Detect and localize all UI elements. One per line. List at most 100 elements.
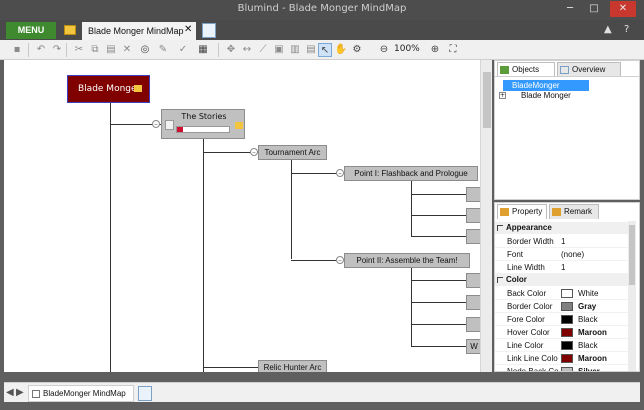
property-name: Link Line Colo xyxy=(507,354,558,363)
next-tab-icon[interactable]: ▶ xyxy=(16,387,24,398)
insert-chart-icon[interactable]: ▥ xyxy=(290,44,300,55)
open-folder-icon[interactable] xyxy=(64,25,76,35)
connector xyxy=(203,152,258,153)
new-map-icon[interactable] xyxy=(138,386,152,401)
close-button[interactable]: ✕ xyxy=(610,1,636,17)
topic-node-tournament-arc[interactable]: Tournament Arc xyxy=(258,145,327,160)
insert-table-icon[interactable]: ▤ xyxy=(306,44,316,55)
fit-screen-icon[interactable]: ⛶ xyxy=(449,44,457,55)
title-bar: Blumind - Blade Monger MindMap ─ □ ✕ xyxy=(0,0,644,20)
mindmap-canvas[interactable]: Blade Monger – The Stories – Tournament … xyxy=(4,60,480,372)
topic-node[interactable] xyxy=(466,295,480,310)
find-icon[interactable]: ◎ xyxy=(140,44,150,55)
topic-node-point-1[interactable]: Point I: Flashback and Prologue xyxy=(344,166,478,181)
hand-tool-icon[interactable]: ✋ xyxy=(334,44,348,55)
stories-node[interactable]: The Stories xyxy=(161,109,245,139)
tab-overview[interactable]: Overview xyxy=(557,62,621,77)
maximize-button[interactable]: □ xyxy=(589,3,599,14)
delete-icon[interactable]: ✕ xyxy=(122,44,132,55)
format-painter-icon[interactable]: ✎ xyxy=(158,44,168,55)
color-swatch xyxy=(561,354,573,363)
help-icon[interactable]: ? xyxy=(624,24,630,35)
zoom-in-icon[interactable]: ⊕ xyxy=(430,44,440,55)
tree-item-blade-monger[interactable]: Blade Monger xyxy=(499,90,571,101)
note-icon[interactable] xyxy=(134,85,142,92)
zoom-out-icon[interactable]: ⊖ xyxy=(379,44,389,55)
previous-tab-icon[interactable]: ◀ xyxy=(6,387,14,398)
brush-icon[interactable]: ✓ xyxy=(178,44,188,55)
status-bar: ◀ ▶ BladeMonger MindMap xyxy=(4,382,640,402)
topic-node-point-2[interactable]: Point II: Assemble the Team! xyxy=(344,253,470,268)
tab-property[interactable]: Property xyxy=(497,204,547,219)
tab-overview-label: Overview xyxy=(572,65,606,74)
category-label: Color xyxy=(506,275,527,284)
category-appearance[interactable]: Appearance xyxy=(495,222,635,234)
property-row[interactable]: Font(none) xyxy=(495,248,635,261)
root-node[interactable]: Blade Monger xyxy=(67,75,150,103)
toolbar-separator xyxy=(28,43,29,57)
cut-icon[interactable]: ✂ xyxy=(74,44,84,55)
redo-icon[interactable]: ↷ xyxy=(52,44,62,55)
category-color[interactable]: Color xyxy=(495,274,635,286)
minimize-button[interactable]: ─ xyxy=(566,3,574,14)
note-icon[interactable] xyxy=(235,122,243,129)
map-tab-label: BladeMonger MindMap xyxy=(43,389,126,398)
topic-node[interactable] xyxy=(466,273,480,288)
collapse-icon[interactable]: – xyxy=(250,148,258,156)
stories-connector xyxy=(203,139,204,372)
collapse-icon[interactable]: – xyxy=(152,120,160,128)
layout-icon[interactable]: ▦ xyxy=(198,44,208,55)
scrollbar-thumb[interactable] xyxy=(483,72,491,128)
topic-node[interactable] xyxy=(466,187,480,202)
canvas-scrollbar[interactable] xyxy=(480,60,492,372)
collapse-icon[interactable] xyxy=(497,277,503,283)
hat-icon[interactable]: ▲ xyxy=(604,24,612,35)
insert-image-icon[interactable]: ▣ xyxy=(274,44,284,55)
settings-icon[interactable]: ⚙ xyxy=(352,44,362,55)
tree-item-mindmap[interactable]: BladeMonger MindMap xyxy=(503,80,589,101)
topic-node[interactable]: W xyxy=(466,339,480,354)
undo-icon[interactable]: ↶ xyxy=(36,44,46,55)
scrollbar-thumb[interactable] xyxy=(629,225,635,285)
paste-icon[interactable]: ▤ xyxy=(106,44,116,55)
connector xyxy=(411,302,466,303)
expand-icon[interactable]: + xyxy=(499,92,506,99)
collapse-icon[interactable] xyxy=(497,225,503,231)
map-tab[interactable]: BladeMonger MindMap xyxy=(28,385,134,402)
close-tab-icon[interactable]: ✕ xyxy=(184,24,193,35)
collapse-icon[interactable]: – xyxy=(336,169,344,177)
pointer-tool-icon[interactable]: ↖ xyxy=(318,43,332,57)
topic-node-relic-hunter-arc[interactable]: Relic Hunter Arc xyxy=(258,360,327,372)
link-icon[interactable]: ⟋ xyxy=(259,44,267,55)
root-connector xyxy=(110,103,111,372)
tab-objects[interactable]: Objects xyxy=(497,62,555,77)
tab-remark[interactable]: Remark xyxy=(549,204,599,219)
add-topic-icon[interactable]: ✥ xyxy=(226,44,236,55)
new-document-icon[interactable] xyxy=(202,23,216,38)
property-scrollbar[interactable] xyxy=(628,221,636,371)
property-value: 1 xyxy=(561,263,566,272)
document-tab[interactable]: Blade Monger MindMap ✕ xyxy=(82,22,196,40)
topic-node[interactable] xyxy=(466,317,480,332)
topic-node[interactable] xyxy=(466,229,480,244)
property-value: Silver xyxy=(578,367,600,372)
color-swatch xyxy=(561,302,573,311)
menu-button[interactable]: MENU xyxy=(6,22,56,39)
topic-node[interactable] xyxy=(466,208,480,223)
add-sibling-icon[interactable]: ↔ xyxy=(242,44,252,55)
copy-icon[interactable]: ⧉ xyxy=(91,44,99,55)
collapse-icon[interactable]: – xyxy=(336,256,344,264)
tree-item-blade-monger-label: Blade Monger xyxy=(521,91,571,100)
save-icon[interactable]: ▪ xyxy=(13,44,21,55)
zoom-level[interactable]: 100% xyxy=(394,44,420,54)
